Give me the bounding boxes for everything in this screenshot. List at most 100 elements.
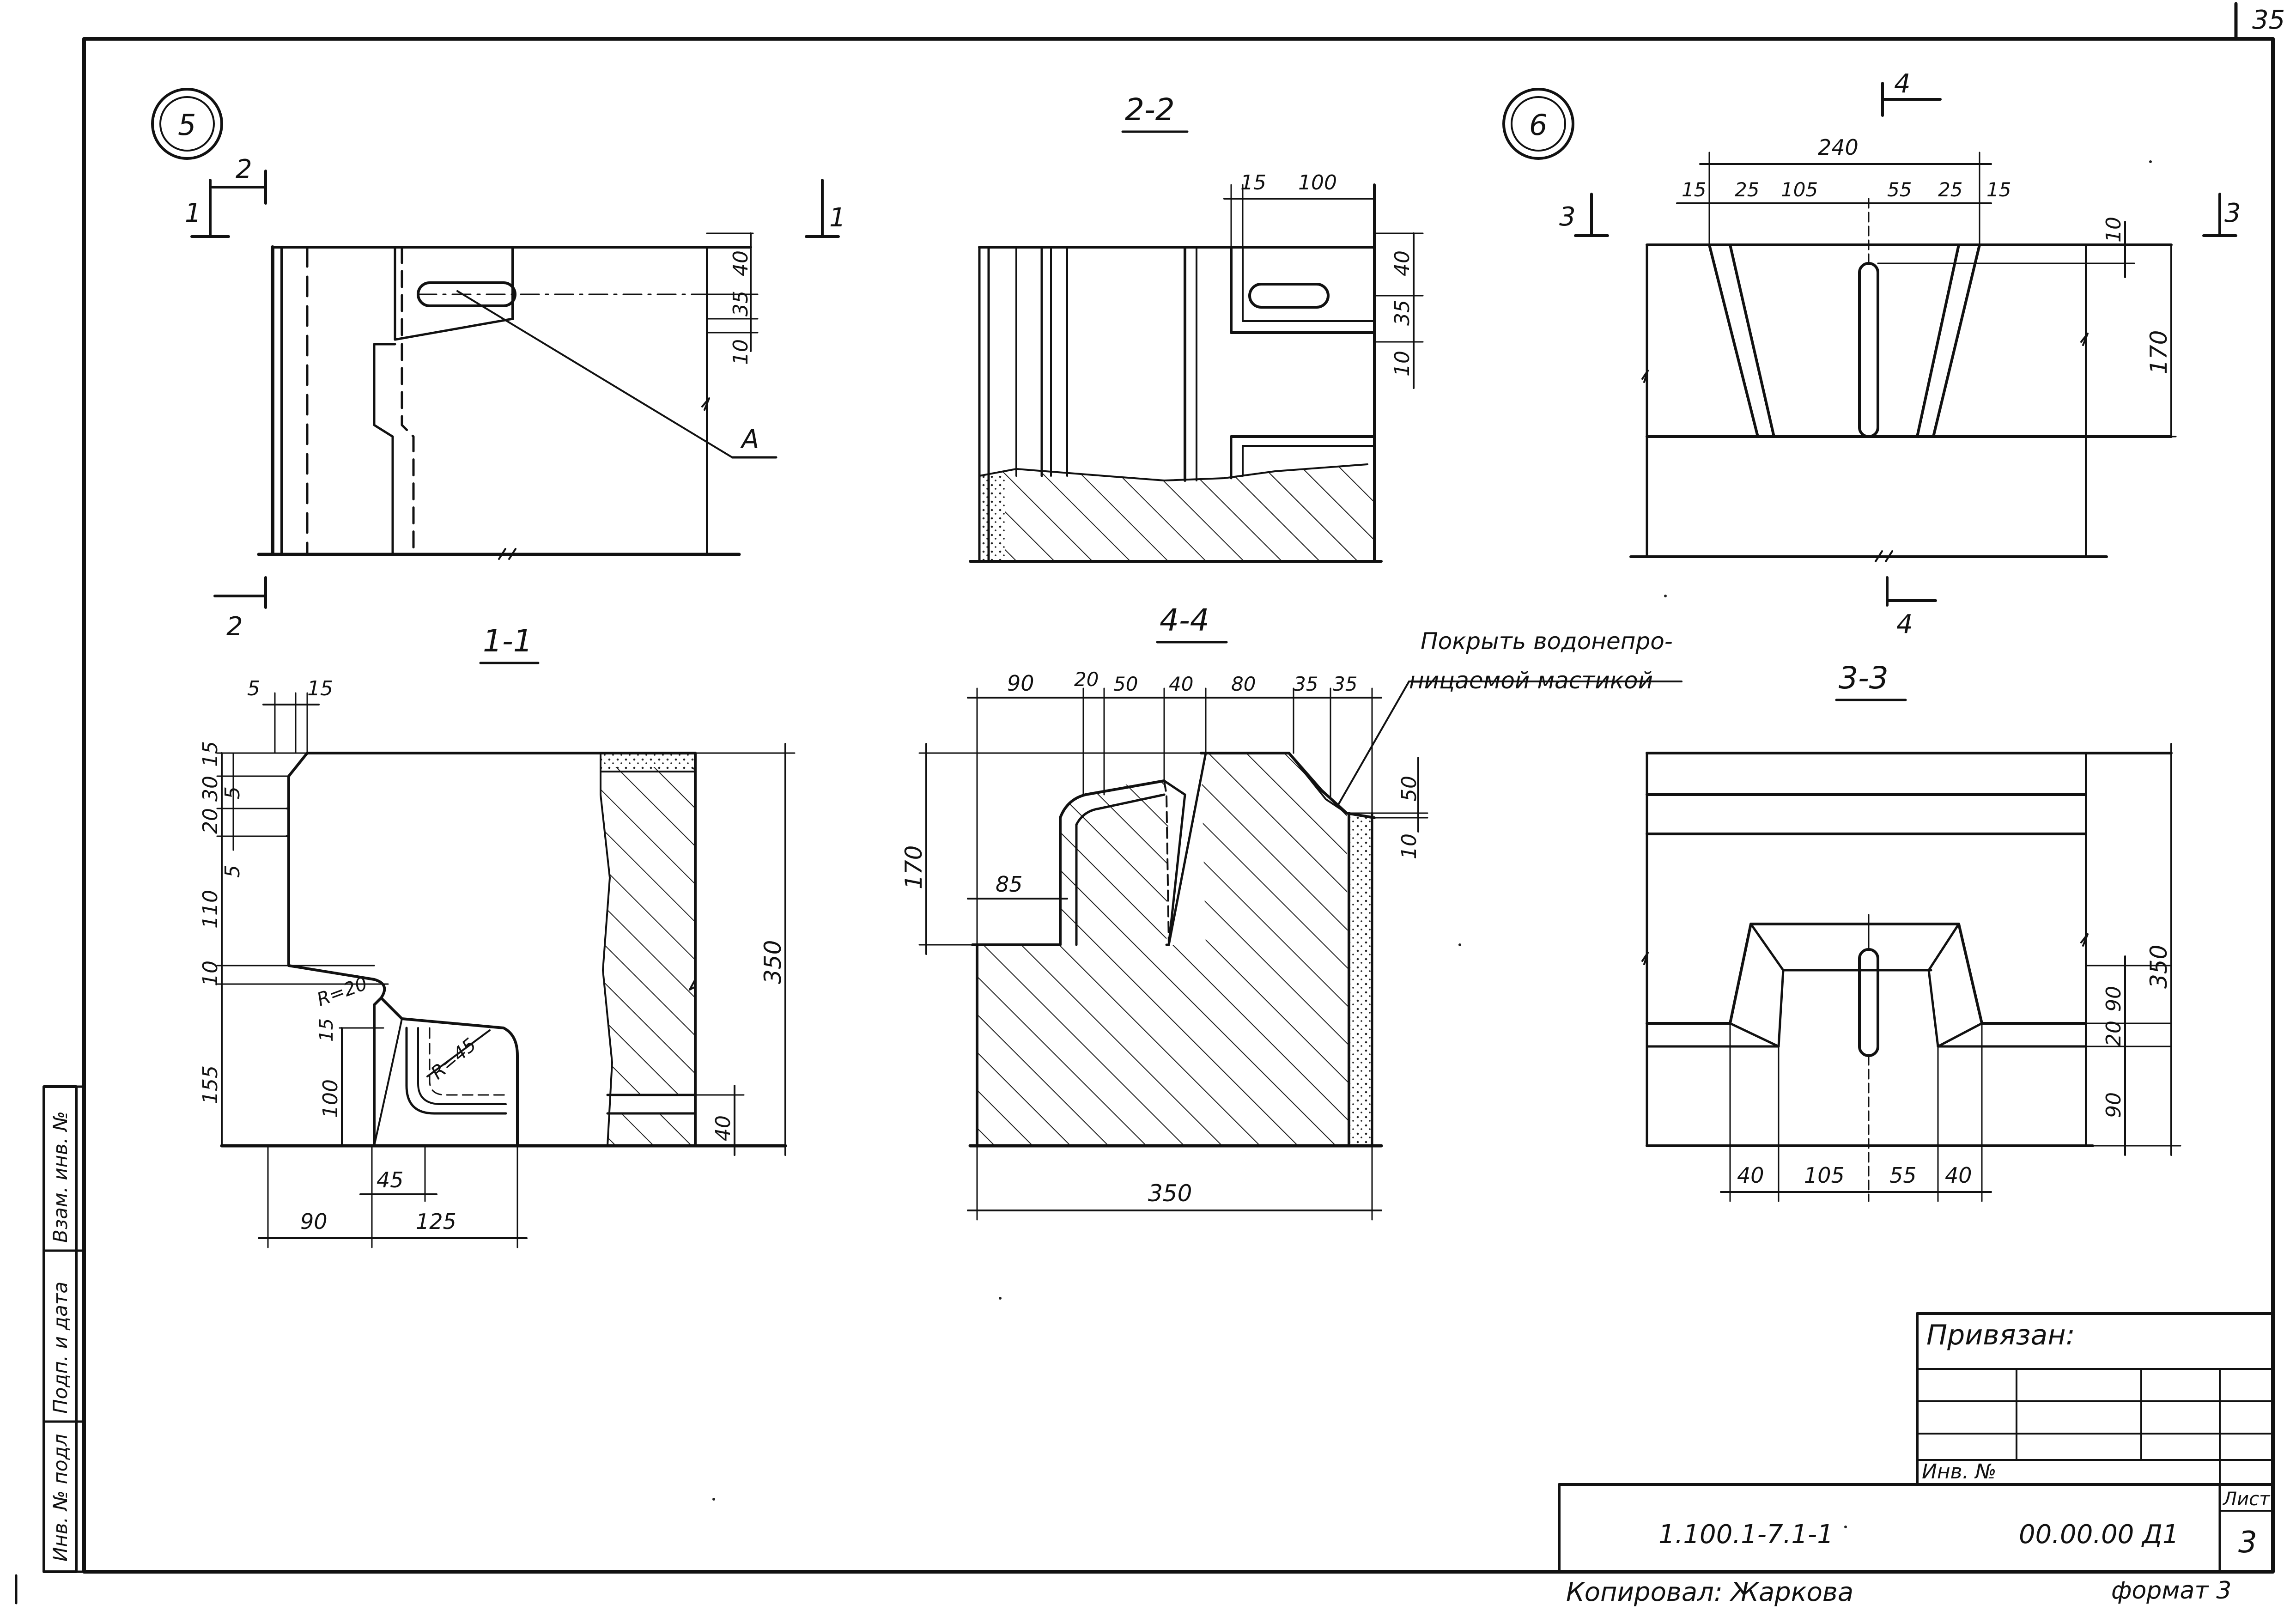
document-code: 1.100.1-7.1-1 <box>1658 1520 1834 1550</box>
node-6-label: 6 <box>1529 108 1547 142</box>
dim-node5-35: 35 <box>729 291 753 316</box>
dim-1-1-5a: 5 <box>221 786 244 799</box>
dim-4-4-85: 85 <box>996 872 1023 897</box>
dim-node6-10: 10 <box>2102 217 2126 243</box>
side-stamp: Инв. № подл Подп. и дата Взам. инв. № <box>15 1085 85 1605</box>
sheet-frame: 35 <box>82 2 2285 1574</box>
dim-1-1-40: 40 <box>711 1115 735 1141</box>
dim-node6-15a: 15 <box>1682 178 1706 201</box>
section-mark-1-right: 1 <box>805 179 846 238</box>
dim-node6-15b: 15 <box>1986 178 2011 201</box>
dim-1-1-125: 125 <box>416 1209 456 1234</box>
side-stamp-replace: Взам. инв. № <box>49 1111 72 1243</box>
dim-4-4-350: 350 <box>1148 1180 1192 1207</box>
dim-node5-40: 40 <box>729 250 753 276</box>
dim-1-1-100: 100 <box>319 1079 342 1118</box>
dim-4-4-50v: 50 <box>1397 776 1421 802</box>
dim-node6-25b: 25 <box>1938 178 1962 201</box>
svg-text:3: 3 <box>1559 202 1576 232</box>
dim-1-1-90: 90 <box>300 1209 328 1234</box>
dim-3-3-350: 350 <box>2145 945 2172 989</box>
dim-node6-55: 55 <box>1887 178 1912 201</box>
section-3-3-label: 3-3 <box>1839 660 1889 696</box>
dim-2-2-10: 10 <box>1391 351 1414 377</box>
section-1-1-view: 1-1 5 15 15 30 5 20 5 110 10 155 R=20 15… <box>199 623 796 1248</box>
note-line-1: Покрыть водонепро- <box>1421 628 1673 655</box>
dim-node6-105: 105 <box>1781 178 1818 201</box>
dim-3-3-20: 20 <box>2102 1021 2126 1046</box>
copied-by: Копировал: Жаркова <box>1566 1577 1853 1607</box>
dim-2-2-35: 35 <box>1391 300 1414 326</box>
title-block: Привязан: Инв. № Лист 3 1.100.1-7.1-1 00… <box>1558 1312 2274 1607</box>
dim-1-1-45: 45 <box>377 1167 404 1192</box>
dim-4-4-10v: 10 <box>1397 833 1421 859</box>
dim-1-1-r45: R=45 <box>427 1034 480 1083</box>
dim-4-4-90: 90 <box>1007 671 1034 696</box>
dim-4-4-35b: 35 <box>1333 673 1357 695</box>
dim-node6-240: 240 <box>1818 135 1859 160</box>
sheet-number: 3 <box>2238 1526 2257 1560</box>
dim-4-4-35a: 35 <box>1294 673 1318 695</box>
section-1-1-label: 1-1 <box>483 623 533 659</box>
dim-3-3-40a: 40 <box>1737 1163 1764 1188</box>
section-mark-1-left: 1 <box>185 179 230 238</box>
dim-1-1-r20: R=20 <box>314 973 370 1011</box>
dim-4-4-40: 40 <box>1169 673 1193 695</box>
dim-1-1-5b: 5 <box>221 865 244 878</box>
dim-1-1-15: 15 <box>307 677 333 700</box>
side-stamp-sign: Подп. и дата <box>49 1282 72 1414</box>
dim-1-1-5: 5 <box>247 677 260 700</box>
svg-text:3: 3 <box>2224 198 2241 228</box>
svg-text:2: 2 <box>236 154 252 184</box>
drawing-number: 00.00.00 Д1 <box>2019 1520 2179 1550</box>
section-mark-2-bottom: 2 <box>213 576 267 642</box>
side-stamp-inv: Инв. № подл <box>49 1434 72 1562</box>
dim-1-1-15i: 15 <box>316 1018 337 1042</box>
dim-2-2-40: 40 <box>1391 250 1414 276</box>
node-5-view: 5 A 40 35 10 1 2 1 2 <box>151 88 846 642</box>
node-5-label: 5 <box>178 108 196 142</box>
section-2-2-label: 2-2 <box>1125 92 1175 128</box>
dim-3-3-90a: 90 <box>2102 986 2126 1012</box>
section-2-2-view: 2-2 15 100 40 35 10 <box>969 92 1424 563</box>
section-4-4-view: 4-4 90 20 50 40 80 35 35 170 85 50 10 35… <box>900 602 1683 1221</box>
svg-text:4: 4 <box>1896 609 1913 639</box>
dim-3-3-55: 55 <box>1889 1163 1917 1188</box>
dim-1-1-110: 110 <box>199 890 222 929</box>
bound-label: Привязан: <box>1926 1319 2075 1351</box>
inv-label: Инв. № <box>1922 1460 1996 1483</box>
dim-1-1-155: 155 <box>199 1065 222 1104</box>
section-4-4-label: 4-4 <box>1160 602 1209 638</box>
svg-text:4: 4 <box>1894 69 1911 99</box>
section-mark-3-right: 3 <box>2202 193 2241 237</box>
section-mark-2-top: 2 <box>211 154 267 205</box>
section-mark-4-bottom: 4 <box>1886 576 1937 639</box>
dim-1-1-15v: 15 <box>199 741 222 767</box>
dim-1-1-30: 30 <box>199 776 222 802</box>
sheet-label: Лист <box>2222 1489 2271 1510</box>
scan-specks <box>712 160 2152 1528</box>
dim-node6-170: 170 <box>2145 330 2172 374</box>
dim-3-3-40b: 40 <box>1945 1163 1972 1188</box>
dim-3-3-90b: 90 <box>2102 1092 2126 1118</box>
note-line-2: ницаемой мастикой <box>1409 667 1653 694</box>
page-number: 35 <box>2252 5 2285 35</box>
dim-4-4-20: 20 <box>1074 668 1099 691</box>
node-6-view: 6 240 15 25 105 55 25 15 10 170 4 3 3 <box>1502 69 2241 639</box>
section-mark-3-left: 3 <box>1559 193 1609 237</box>
svg-text:1: 1 <box>185 198 201 228</box>
section-3-3-view: 3-3 350 90 20 90 40 105 55 40 <box>1641 660 2181 1202</box>
svg-text:1: 1 <box>829 203 846 233</box>
section-mark-4-top: 4 <box>1881 69 1942 117</box>
dim-3-3-105: 105 <box>1804 1163 1845 1188</box>
dim-1-1-10: 10 <box>199 961 222 986</box>
dim-node5-10: 10 <box>729 339 753 365</box>
dim-4-4-80: 80 <box>1231 673 1256 695</box>
dim-node6-25a: 25 <box>1735 178 1759 201</box>
callout-a: A <box>740 425 759 455</box>
dim-2-2-100: 100 <box>1298 171 1337 195</box>
dim-2-2-15: 15 <box>1240 171 1266 195</box>
dim-4-4-170: 170 <box>900 845 927 889</box>
